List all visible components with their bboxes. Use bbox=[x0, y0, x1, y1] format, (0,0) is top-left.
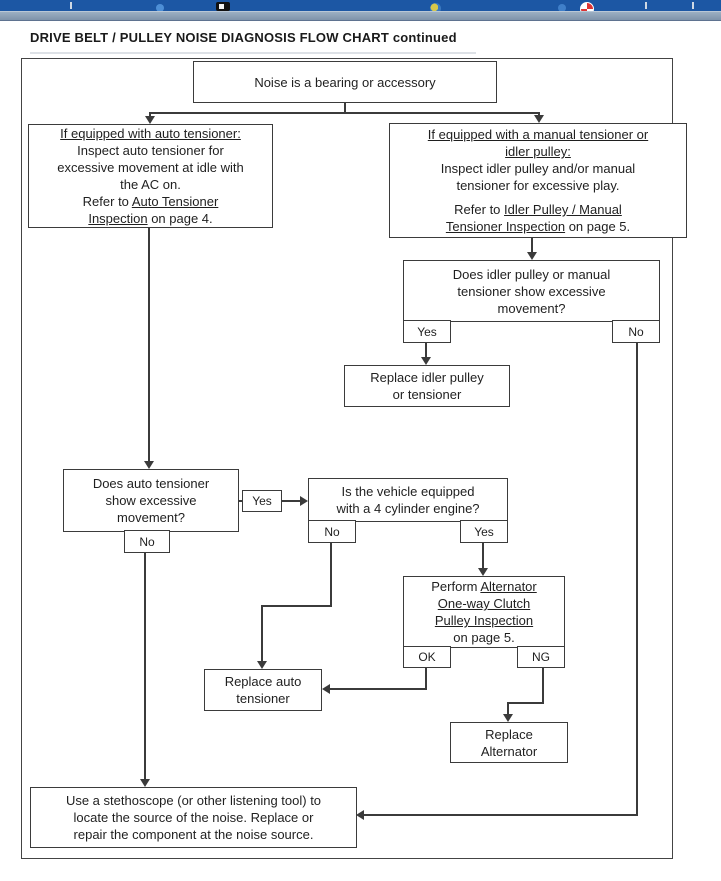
arrowhead-down bbox=[257, 661, 267, 669]
arrowhead-right bbox=[300, 496, 308, 506]
flow-line bbox=[482, 543, 484, 569]
label-ng: NG bbox=[517, 646, 565, 668]
label-yes: Yes bbox=[460, 520, 508, 543]
label-no: No bbox=[124, 530, 170, 553]
alternator-clutch-inspection-link: Pulley Inspection bbox=[434, 613, 534, 628]
node-replace-idler: Replace idler pulley or tensioner bbox=[344, 365, 510, 407]
dot-icon[interactable] bbox=[558, 4, 566, 11]
node-cylinder-question: Is the vehicle equipped with a 4 cylinde… bbox=[308, 478, 508, 522]
flow-line bbox=[144, 553, 146, 781]
flow-line bbox=[149, 112, 540, 114]
flow-line bbox=[636, 343, 638, 815]
flow-line bbox=[261, 605, 263, 662]
idler-pulley-inspection-link: Idler Pulley / Manual bbox=[504, 202, 622, 217]
node-auto-tensioner: If equipped with auto tensioner: Inspect… bbox=[28, 124, 273, 228]
separator-tick bbox=[692, 2, 694, 9]
flow-line bbox=[425, 668, 427, 689]
toolbar-strip bbox=[0, 11, 721, 21]
auto-tensioner-inspection-link: Auto Tensioner bbox=[131, 194, 219, 209]
label-no: No bbox=[308, 520, 356, 543]
flow-line bbox=[344, 102, 346, 112]
document-icon[interactable] bbox=[216, 2, 230, 11]
arrowhead-down bbox=[478, 568, 488, 576]
dot-icon[interactable] bbox=[156, 4, 164, 11]
node-idler-question: Does idler pulley or manual tensioner sh… bbox=[403, 260, 660, 322]
flow-line bbox=[538, 112, 540, 116]
lifebuoy-icon[interactable] bbox=[580, 2, 594, 11]
label-ok: OK bbox=[403, 646, 451, 668]
toolbar bbox=[0, 0, 721, 11]
node-manual-tensioner: If equipped with a manual tensioner or i… bbox=[389, 123, 687, 238]
flow-line bbox=[507, 702, 544, 704]
label-no: No bbox=[612, 320, 660, 343]
flow-line bbox=[328, 688, 427, 690]
arrowhead-down bbox=[144, 461, 154, 469]
flow-line bbox=[542, 668, 544, 704]
idler-pulley-inspection-link: Tensioner Inspection bbox=[445, 219, 566, 234]
node-stethoscope: Use a stethoscope (or other listening to… bbox=[30, 787, 357, 848]
label-yes: Yes bbox=[403, 320, 451, 343]
arrowhead-down bbox=[534, 115, 544, 123]
label-yes: Yes bbox=[242, 490, 282, 512]
arrowhead-down bbox=[145, 116, 155, 124]
node-replace-auto-tensioner: Replace auto tensioner bbox=[204, 669, 322, 711]
node-replace-alternator: Replace Alternator bbox=[450, 722, 568, 763]
alternator-clutch-inspection-link: Alternator bbox=[480, 579, 537, 594]
arrowhead-down bbox=[527, 252, 537, 260]
divider bbox=[30, 52, 476, 54]
flow-line bbox=[425, 343, 427, 358]
node-auto-question: Does auto tensioner show excessive movem… bbox=[63, 469, 239, 532]
flow-line bbox=[531, 238, 533, 253]
flow-line bbox=[330, 543, 332, 606]
separator-tick bbox=[645, 2, 647, 9]
separator-tick bbox=[70, 2, 72, 9]
flow-line bbox=[507, 702, 509, 715]
flow-line bbox=[148, 228, 150, 462]
node-noise-source: Noise is a bearing or accessory bbox=[193, 61, 497, 103]
globe-icon[interactable] bbox=[430, 3, 441, 11]
arrowhead-down bbox=[140, 779, 150, 787]
flowchart-border bbox=[21, 58, 673, 859]
alternator-clutch-inspection-link: One-way Clutch bbox=[437, 596, 531, 611]
arrowhead-down bbox=[503, 714, 513, 722]
auto-tensioner-inspection-link: Inspection bbox=[88, 211, 148, 226]
flow-line bbox=[261, 605, 332, 607]
node-perform-inspection: Perform Alternator One-way Clutch Pulley… bbox=[403, 576, 565, 648]
flow-line bbox=[362, 814, 638, 816]
arrowhead-down bbox=[421, 357, 431, 365]
flow-line bbox=[149, 112, 151, 116]
page-title: DRIVE BELT / PULLEY NOISE DIAGNOSIS FLOW… bbox=[30, 30, 457, 45]
arrowhead-left bbox=[356, 810, 364, 820]
arrowhead-left bbox=[322, 684, 330, 694]
